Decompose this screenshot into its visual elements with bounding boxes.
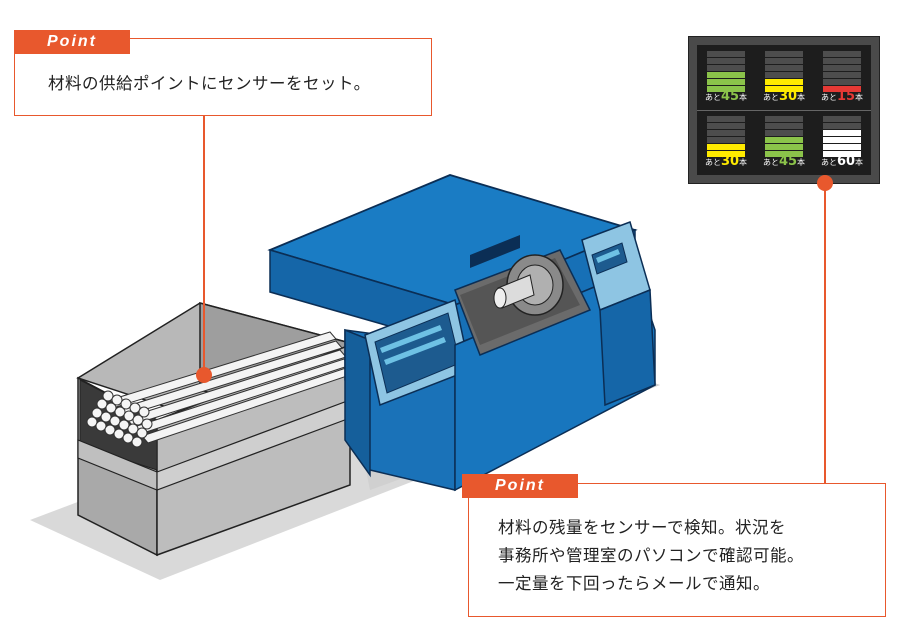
stock-bar — [765, 72, 803, 78]
stock-bar — [765, 51, 803, 57]
stock-bar — [765, 86, 803, 92]
stock-bar — [707, 137, 745, 143]
stock-label: あと60本 — [813, 154, 871, 169]
stock-bar — [707, 116, 745, 122]
stock-bar — [765, 123, 803, 129]
stock-label: あと30本 — [755, 89, 813, 104]
stock-bar — [765, 79, 803, 85]
stock-prefix: あと — [704, 158, 721, 167]
point-tag-top: Point — [14, 30, 130, 54]
callout-bottom-line-3: 一定量を下回ったらメールで通知。 — [498, 574, 770, 593]
stock-cell: あと45本 — [697, 45, 755, 110]
stock-count: 30 — [778, 89, 798, 104]
stock-cell: あと30本 — [697, 110, 755, 175]
stock-unit: 本 — [855, 93, 864, 102]
stock-bar — [707, 58, 745, 64]
stock-prefix: あと — [762, 93, 779, 102]
stock-bar — [765, 137, 803, 143]
callout-bottom-line-1: 材料の残量をセンサーで検知。状況を — [498, 518, 787, 537]
leader-line-monitor — [824, 185, 826, 485]
stock-bar — [707, 130, 745, 136]
stock-bar — [765, 144, 803, 150]
stock-bar — [707, 86, 745, 92]
stock-prefix: あと — [762, 158, 779, 167]
stock-cell: あと45本 — [755, 110, 813, 175]
remaining-stock-monitor: あと45本 あと30本 あと15本 あと30本 あと45本 あと60本 — [688, 36, 880, 184]
monitor-divider — [697, 110, 871, 111]
stock-count: 45 — [778, 154, 798, 169]
stock-bar — [765, 151, 803, 157]
callout-top-text: 材料の供給ポイントにセンサーをセット。 — [48, 74, 371, 93]
stock-unit: 本 — [739, 93, 748, 102]
stock-label: あと45本 — [755, 154, 813, 169]
stock-bar — [707, 79, 745, 85]
stock-bar — [823, 123, 861, 129]
stock-cell: あと15本 — [813, 45, 871, 110]
stock-cell: あと60本 — [813, 110, 871, 175]
stock-bar — [707, 51, 745, 57]
leader-line-top — [203, 116, 205, 374]
stock-bar — [707, 65, 745, 71]
stock-prefix: あと — [820, 93, 837, 102]
stock-bar — [765, 65, 803, 71]
leader-dot-top — [196, 367, 212, 383]
stock-bar — [823, 51, 861, 57]
stock-bar — [823, 137, 861, 143]
callout-bottom-line-2: 事務所や管理室のパソコンで確認可能。 — [498, 546, 804, 565]
stock-unit: 本 — [739, 158, 748, 167]
stock-count: 45 — [720, 89, 740, 104]
stock-bar — [707, 144, 745, 150]
stock-cell: あと30本 — [755, 45, 813, 110]
stock-bar — [765, 116, 803, 122]
stock-bar — [823, 86, 861, 92]
stock-bar — [707, 123, 745, 129]
callout-bottom — [468, 483, 886, 617]
stock-unit: 本 — [855, 158, 864, 167]
stock-unit: 本 — [797, 158, 806, 167]
stock-bar — [707, 151, 745, 157]
stock-bar — [823, 72, 861, 78]
stock-count: 15 — [836, 89, 856, 104]
stock-count: 60 — [836, 154, 856, 169]
stock-prefix: あと — [704, 93, 721, 102]
stock-label: あと30本 — [697, 154, 755, 169]
point-tag-bottom: Point — [462, 474, 578, 498]
stock-label: あと45本 — [697, 89, 755, 104]
stock-unit: 本 — [797, 93, 806, 102]
stock-bar — [823, 79, 861, 85]
stock-bar — [707, 72, 745, 78]
leader-dot-monitor — [817, 175, 833, 191]
stock-count: 30 — [720, 154, 740, 169]
stock-bar — [765, 58, 803, 64]
stock-label: あと15本 — [813, 89, 871, 104]
stock-prefix: あと — [820, 158, 837, 167]
stock-bar — [765, 130, 803, 136]
stock-bar — [823, 65, 861, 71]
stock-bar — [823, 130, 861, 136]
stock-bar — [823, 116, 861, 122]
stock-bar — [823, 151, 861, 157]
stock-bar — [823, 144, 861, 150]
monitor-screen: あと45本 あと30本 あと15本 あと30本 あと45本 あと60本 — [697, 45, 871, 175]
stock-bar — [823, 58, 861, 64]
